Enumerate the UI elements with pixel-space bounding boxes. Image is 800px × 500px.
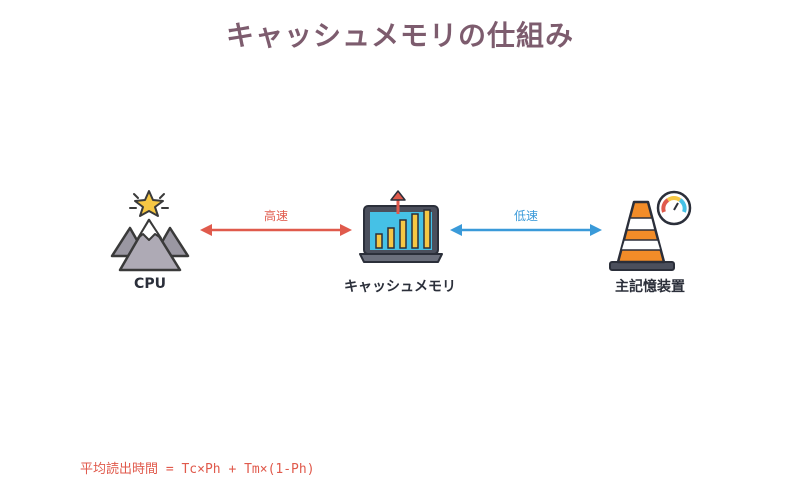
edge-arrow-cache-memory <box>450 224 602 236</box>
node-label-memory: 主記憶装置 <box>615 279 685 295</box>
traffic-cone-icon <box>609 190 692 271</box>
node-label-cache: キャッシュメモリ <box>344 279 456 295</box>
node-label-cpu: CPU <box>134 276 166 292</box>
laptop-chart-icon <box>359 190 443 263</box>
mountain-star-icon <box>110 190 190 272</box>
edge-arrow-cpu-cache <box>200 224 352 236</box>
formula-text: 平均読出時間 = Tc×Ph + Tm×(1-Ph) <box>80 462 315 477</box>
edge-label-slow: 低速 <box>513 209 538 223</box>
diagram-title: キャッシュメモリの仕組み <box>225 19 574 52</box>
edge-label-fast: 高速 <box>263 209 288 223</box>
